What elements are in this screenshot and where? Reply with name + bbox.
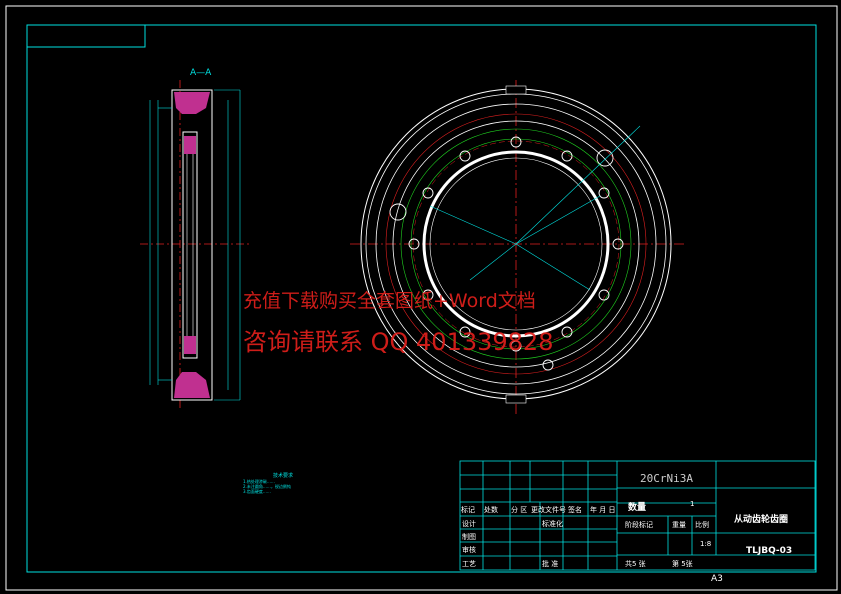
notes-line: 1.热处理渗碳…… [243, 479, 275, 484]
role-review: 审核 [462, 546, 476, 554]
notes-title: 技术要求 [273, 473, 294, 479]
approve-label: 批 准 [542, 560, 559, 568]
weight-label: 重量 [672, 521, 686, 529]
technical-notes: 技术要求 1.热处理渗碳…… 2.未注圆角……，锐边倒钝 3.齿面硬度…… [243, 473, 353, 495]
role-design: 设计 [462, 520, 476, 528]
rev-header: 处数 [484, 506, 498, 514]
section-view [140, 80, 250, 410]
rev-header: 签名 [568, 506, 582, 514]
notes-line: 2.未注圆角……，锐边倒钝 [243, 484, 291, 489]
front-view [350, 80, 685, 415]
material-name: 20CrNi3A [640, 472, 693, 485]
std-label: 标准化 [542, 520, 563, 528]
stage-label: 阶段标记 [625, 521, 653, 529]
role-drafting: 制图 [462, 533, 476, 541]
rev-header: 更改文件号 [531, 506, 566, 514]
rev-header: 分 区 [511, 506, 528, 514]
sheets-total: 共5 张 [625, 560, 646, 568]
paper-size: A3 [711, 574, 723, 584]
rev-header: 标记 [461, 506, 475, 514]
part-name: 从动齿轮齿圈 [734, 515, 789, 525]
watermark-line-2: 咨询请联系 QQ 401339828 [243, 328, 554, 356]
inner-border [26, 24, 817, 573]
scale-label: 比例 [695, 521, 709, 529]
section-label: A—A [190, 68, 212, 78]
sheet-number: 第 5张 [672, 560, 693, 568]
watermark-line-1: 充值下载购买全套图纸+Word文档 [243, 290, 536, 312]
drawing-number: TLJBQ-03 [746, 546, 793, 556]
quantity-value: 1 [690, 500, 695, 508]
outer-border [5, 5, 838, 591]
notes-line: 3.齿面硬度…… [243, 489, 271, 494]
quantity-label: 数量 [628, 503, 647, 513]
title-block-grid [459, 460, 816, 571]
role-process: 工艺 [462, 560, 476, 568]
scale-value: 1:8 [700, 540, 712, 548]
rev-header: 年 月 日 [590, 506, 616, 514]
code-box [26, 24, 146, 48]
